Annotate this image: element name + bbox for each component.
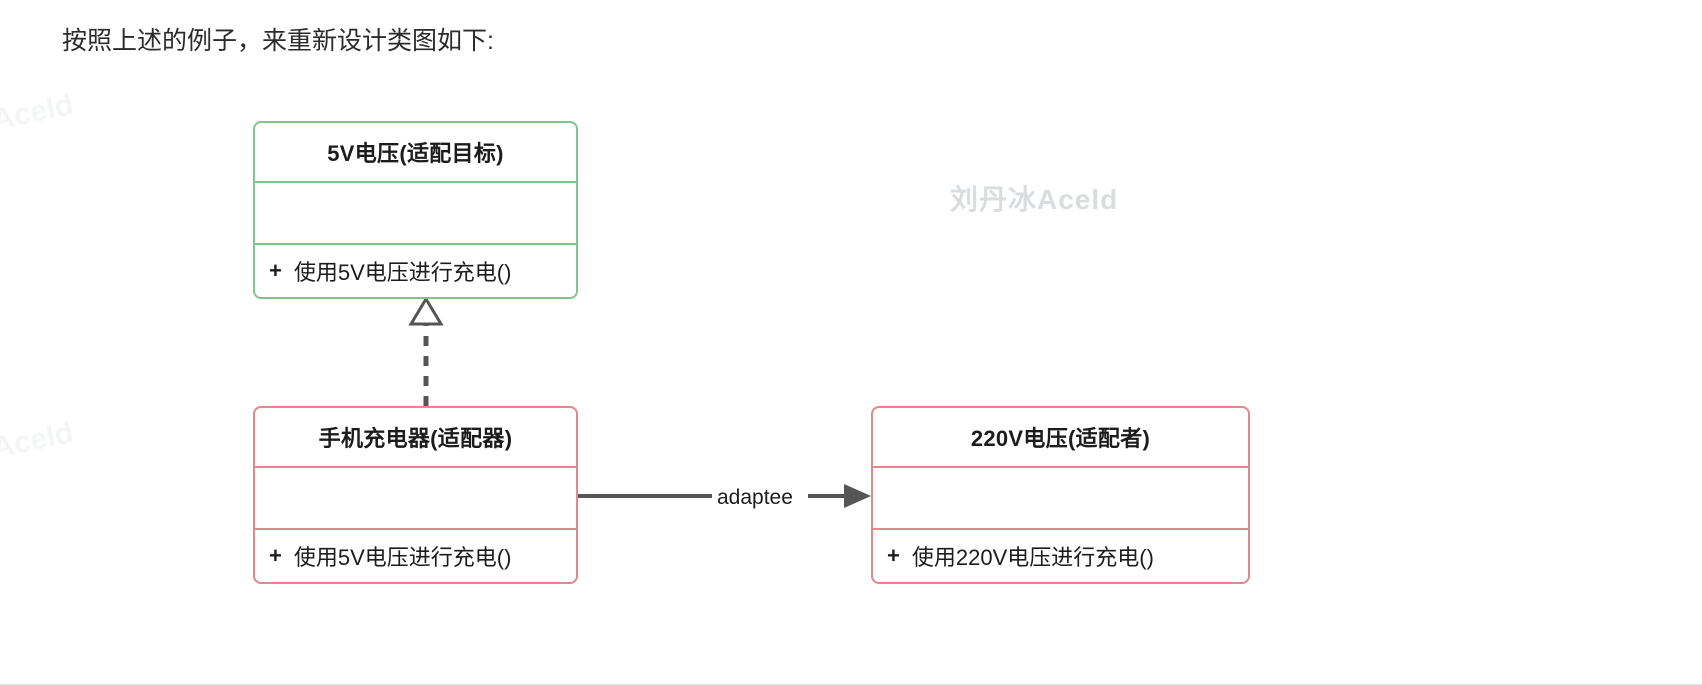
hollow-triangle-arrowhead <box>408 296 444 326</box>
method-signature: 使用5V电压进行充电() <box>293 260 512 285</box>
class-attributes-adapter <box>255 466 576 528</box>
realization-connector <box>408 296 444 406</box>
class-methods-target: + 使用5V电压进行充电() <box>255 243 576 297</box>
method-signature: 使用5V电压进行充电() <box>293 545 512 570</box>
watermark-center: 刘丹冰Aceld <box>950 184 1119 215</box>
class-box-adapter[interactable]: 手机充电器(适配器) + 使用5V电压进行充电() <box>253 406 578 584</box>
page-heading: 按照上述的例子，来重新设计类图如下: <box>62 27 494 55</box>
class-methods-adapter: + 使用5V电压进行充电() <box>255 528 576 582</box>
method-signature: 使用220V电压进行充电() <box>911 545 1154 570</box>
class-box-adaptee[interactable]: 220V电压(适配者) + 使用220V电压进行充电() <box>871 406 1250 584</box>
visibility-marker: + <box>269 543 282 568</box>
class-title-adaptee: 220V电压(适配者) <box>970 426 1151 451</box>
class-title-target: 5V电压(适配目标) <box>327 141 504 166</box>
class-attributes-target <box>255 181 576 243</box>
class-box-target[interactable]: 5V电压(适配目标) + 使用5V电压进行充电() <box>253 121 578 299</box>
visibility-marker: + <box>887 543 900 568</box>
class-attributes-adaptee <box>873 466 1248 528</box>
watermark-corner-bottom: Aceld <box>0 415 77 466</box>
open-arrowhead <box>844 484 871 508</box>
watermark-corner-top: Aceld <box>0 87 77 138</box>
edge-label-adaptee: adaptee <box>712 486 798 510</box>
class-methods-adaptee: + 使用220V电压进行充电() <box>873 528 1248 582</box>
visibility-marker: + <box>269 258 282 283</box>
class-title-adapter: 手机充电器(适配器) <box>318 426 513 451</box>
